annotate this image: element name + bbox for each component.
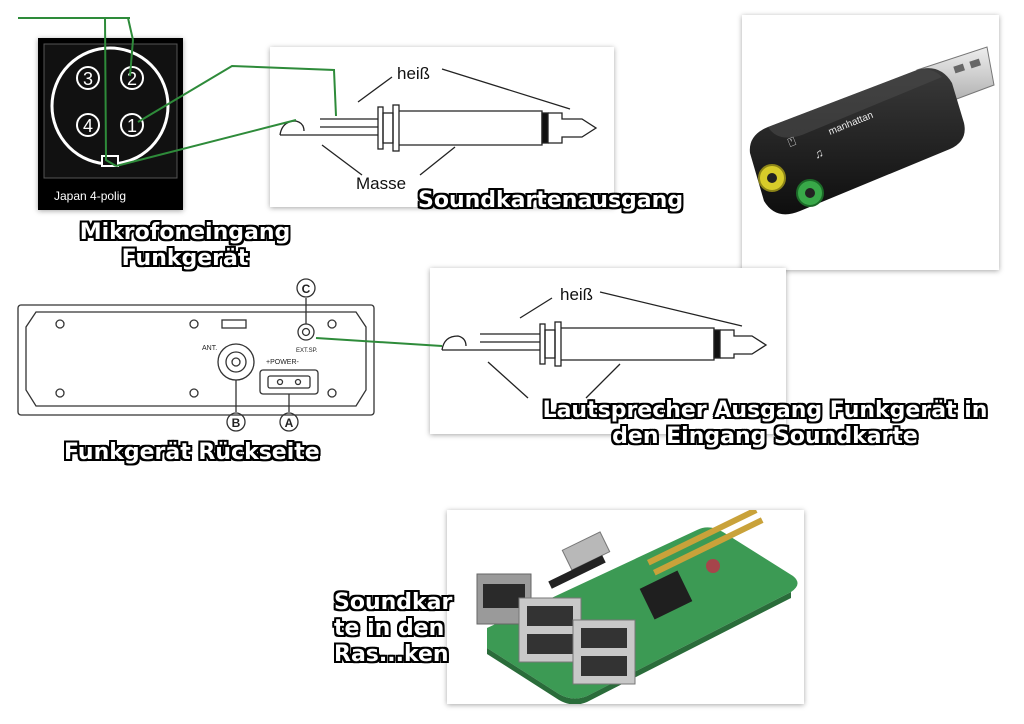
- caption-speaker-out-line2: den Eingang Soundkarte: [612, 424, 918, 449]
- connector-type-label: Japan 4-polig: [54, 189, 126, 203]
- caption-rpi-line3: Ras...ken: [334, 642, 449, 667]
- pin-4-label: 4: [83, 116, 93, 136]
- caption-radio-rear: Funkgerät Rückseite: [64, 440, 320, 465]
- pin-1-label: 1: [127, 116, 137, 136]
- caption-speaker-out-line1: Lautsprecher Ausgang Funkgerät in: [542, 398, 988, 423]
- pin-3-label: 3: [83, 69, 93, 89]
- callout-a: A: [285, 416, 294, 430]
- usb-soundcard-photo: ⍞ ♫ manhattan: [742, 15, 999, 270]
- callout-c: C: [302, 282, 311, 296]
- caption-mic-input: Mikrofoneingang Funkgerät: [60, 220, 310, 272]
- mic-connector-card: 3 2 4 1 Japan 4-polig: [38, 38, 183, 210]
- caption-rpi-line2: te in den: [334, 616, 445, 641]
- ext-sp-label: EXT.SP.: [296, 348, 318, 354]
- caption-rpi: Soundkar te in den Ras...ken: [334, 590, 452, 668]
- raspberry-pi-photo: [447, 510, 804, 704]
- caption-rpi-line1: Soundkar: [334, 590, 453, 615]
- svg-text:⍞: ⍞: [786, 134, 798, 150]
- pin-4-circle: [76, 113, 100, 137]
- pin-2-label: 2: [127, 69, 137, 89]
- caption-mic-input-line1: Mikrofoneingang: [79, 220, 291, 245]
- caption-soundcard-output: Soundkartenausgang: [418, 188, 684, 213]
- jack-plug-drawing-top: heiß Masse: [279, 64, 598, 193]
- ground-label-top: Masse: [356, 174, 406, 193]
- ant-label: ANT.: [202, 345, 217, 352]
- power-label: +POWER-: [266, 359, 300, 366]
- hot-label-bottom: heiß: [560, 285, 593, 304]
- callout-b: B: [232, 416, 241, 430]
- pin-3-circle: [76, 66, 100, 90]
- plug-input-card: heiß: [430, 268, 786, 434]
- hot-label-top: heiß: [397, 64, 430, 83]
- connector-drawing: 3 2 4 1 Japan 4-polig: [43, 43, 178, 203]
- radio-rear-panel: ANT. +POWER- EXT.SP. B A C: [14, 272, 380, 438]
- caption-speaker-out: Lautsprecher Ausgang Funkgerät in den Ei…: [526, 398, 1004, 450]
- caption-mic-input-line2: Funkgerät: [121, 246, 249, 271]
- plug-output-card: heiß Masse: [270, 47, 614, 207]
- jack-plug-drawing-bottom: heiß: [441, 285, 768, 399]
